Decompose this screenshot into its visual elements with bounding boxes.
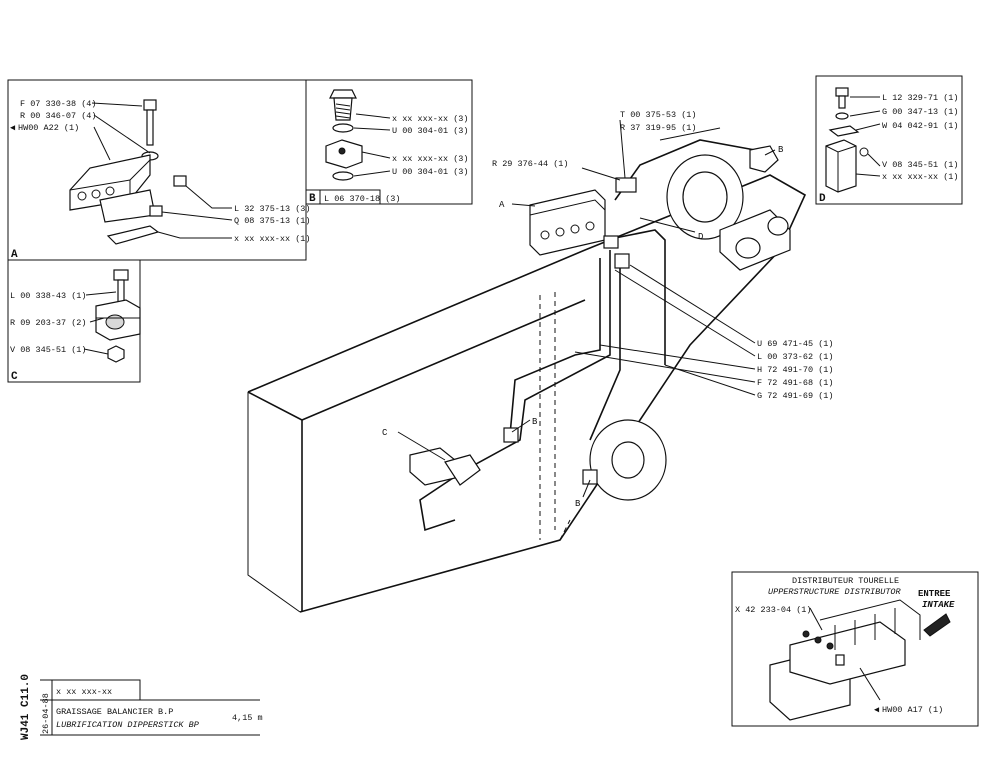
inset-d-part-5: x xx xxx-xx (1)	[882, 172, 959, 182]
inset-a-tag: A	[11, 249, 18, 261]
inset-a	[7, 79, 307, 261]
inset-c-tag: C	[11, 371, 18, 383]
main-right-part-3: H 72 491-70 (1)	[757, 365, 834, 375]
callout-b-low: B	[575, 499, 581, 509]
main-right-part-2: L 00 373-62 (1)	[757, 352, 834, 362]
distributor-inset	[731, 571, 979, 727]
distributor-part-2: HW00 A17 (1)	[882, 705, 943, 715]
inset-d-part-3: W 04 042-91 (1)	[882, 121, 959, 131]
inset-b-part-2: U 00 304-01 (3)	[392, 126, 469, 136]
arrow-icon: ◀	[10, 123, 16, 133]
distributor-title-en: UPPERSTRUCTURE DISTRIBUTOR	[768, 587, 902, 597]
inset-d	[815, 75, 963, 205]
inset-d-part-4: V 08 345-51 (1)	[882, 160, 959, 170]
distributor-title-fr: DISTRIBUTEUR TOURELLE	[792, 576, 899, 586]
ref-code: x xx xxx-xx	[56, 687, 112, 697]
inset-b-ref: L 06 370-18 (3)	[324, 194, 401, 204]
inset-a-part-4: L 32 375-13 (3)	[234, 204, 311, 214]
main-right-part-5: G 72 491-69 (1)	[757, 391, 834, 401]
title-block	[40, 679, 260, 736]
inset-a-part-1: F 07 330-38 (4)	[20, 99, 97, 109]
callout-c: C	[382, 428, 388, 438]
inset-b-part-4: U 00 304-01 (3)	[392, 167, 469, 177]
inset-a-part-3: HW00 A22 (1)	[18, 123, 79, 133]
title-fr: GRAISSAGE BALANCIER B.P	[56, 707, 173, 717]
main-top-part-2: R 37 319-95 (1)	[620, 123, 697, 133]
callout-b-mid: B	[532, 417, 538, 427]
inset-a-part-2: R 00 346-07 (4)	[20, 111, 97, 121]
main-top-part-3: R 29 376-44 (1)	[492, 159, 569, 169]
distributor-part-1: X 42 233-04 (1)	[735, 605, 812, 615]
main-right-part-1: U 69 471-45 (1)	[757, 339, 834, 349]
inset-b-part-1: x xx xxx-xx (3)	[392, 114, 469, 124]
inset-b-part-3: x xx xxx-xx (3)	[392, 154, 469, 164]
callout-d: D	[698, 232, 703, 242]
title-en: LUBRIFICATION DIPPERSTICK BP	[56, 720, 200, 730]
inset-c	[7, 260, 141, 383]
inset-b	[306, 79, 473, 205]
doc-date: 26-04-88	[41, 693, 51, 734]
main-right-part-4: F 72 491-68 (1)	[757, 378, 834, 388]
intake-fr: ENTREE	[918, 589, 951, 599]
inset-d-part-2: G 00 347-13 (1)	[882, 107, 959, 117]
inset-c-part-3: V 08 345-51 (1)	[10, 345, 87, 355]
inset-d-tag: D	[819, 193, 826, 205]
size-label: 4,15 m	[232, 713, 263, 723]
inset-d-part-1: L 12 329-71 (1)	[882, 93, 959, 103]
intake-en: INTAKE	[922, 600, 955, 610]
inset-c-part-1: L 00 338-43 (1)	[10, 291, 87, 301]
dipperstick-assembly	[247, 119, 807, 613]
arrow-icon-2: ◀	[874, 705, 880, 715]
callout-a: A	[499, 200, 505, 210]
inset-a-part-5: Q 08 375-13 (1)	[234, 216, 311, 226]
callout-b-top: B	[778, 145, 784, 155]
doc-code: WJ41 C11.0	[20, 674, 32, 740]
inset-c-part-2: R 09 203-37 (2)	[10, 318, 87, 328]
main-top-part-1: T 00 375-53 (1)	[620, 110, 697, 120]
inset-b-tag: B	[309, 193, 316, 205]
inset-a-part-6: x xx xxx-xx (1)	[234, 234, 311, 244]
